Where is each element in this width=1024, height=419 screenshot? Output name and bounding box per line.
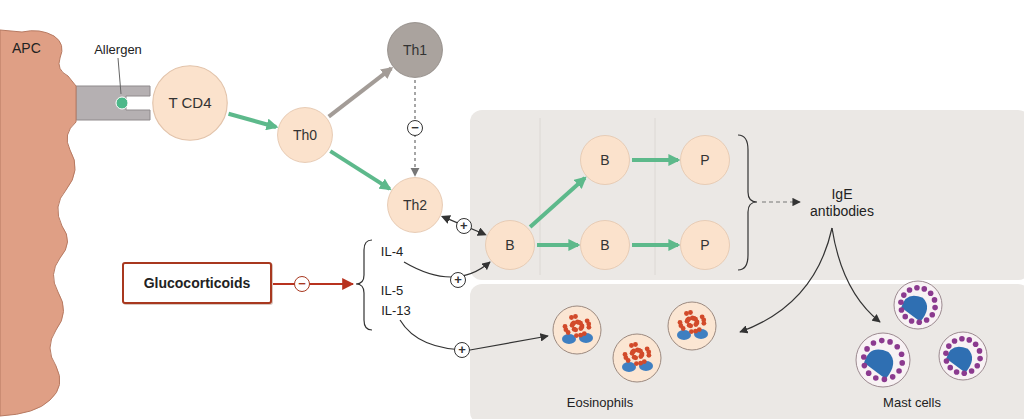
inhibit-line xyxy=(272,283,353,285)
node-text: B xyxy=(600,152,609,168)
allergen-dot xyxy=(116,97,128,109)
apc-outline xyxy=(0,30,84,416)
cell-circle: Th1 xyxy=(387,22,443,78)
ige-bracket xyxy=(738,135,757,270)
cell-circle: B xyxy=(580,220,630,270)
connector-arrow xyxy=(632,158,678,162)
upper-panel xyxy=(470,110,1024,280)
cytokine-bracket xyxy=(356,240,372,330)
connector-arrow xyxy=(229,114,277,127)
sign-symbol: + xyxy=(450,272,466,288)
node-text: P xyxy=(700,152,709,168)
connector-arrow xyxy=(443,217,485,235)
drug-box: Glucocorticoids xyxy=(122,262,272,304)
il4-arrow xyxy=(404,262,490,277)
ige-eos-arrow xyxy=(740,228,832,332)
text-label: IL-13 xyxy=(381,303,411,318)
connector-arrow xyxy=(530,178,585,227)
allergen-leader xyxy=(118,58,121,94)
il13-arrow xyxy=(400,320,548,350)
connector-arrow xyxy=(330,151,389,189)
connector-arrow xyxy=(632,243,678,247)
cell-circle: T CD4 xyxy=(152,65,228,141)
text-label: Allergen xyxy=(94,42,142,57)
node-text: B xyxy=(505,237,514,253)
text-label: IL-5 xyxy=(381,283,403,298)
receptor xyxy=(76,86,150,120)
cell-circle: Th2 xyxy=(387,177,443,233)
text-label: Mast cells xyxy=(883,395,941,410)
text-label: Eosinophils xyxy=(567,395,634,410)
text-label: IgE antibodies xyxy=(800,186,884,221)
cell-circle: B xyxy=(485,220,535,270)
cell-circle: P xyxy=(680,135,730,185)
node-text: B xyxy=(600,237,609,253)
ige-mast-arrow xyxy=(832,228,880,322)
node-text: Glucocorticoids xyxy=(144,275,251,291)
node-text: T CD4 xyxy=(168,94,211,111)
cells xyxy=(553,281,987,387)
node-text: APC xyxy=(12,40,41,56)
cell-circle: B xyxy=(580,135,630,185)
node-text: Th2 xyxy=(403,197,427,213)
sign-symbol: − xyxy=(407,120,423,136)
sign-symbol: + xyxy=(454,342,470,358)
node-text: Th1 xyxy=(403,42,427,58)
connector-arrow xyxy=(329,68,392,116)
cell-circle: Th0 xyxy=(277,107,333,163)
text-label: IL-4 xyxy=(381,244,403,259)
node-text: Th0 xyxy=(293,127,317,143)
connector-arrow xyxy=(537,243,578,247)
sign-symbol: + xyxy=(456,218,472,234)
ige-dashed-arrow xyxy=(762,201,800,202)
sign-symbol: − xyxy=(294,276,310,292)
cell-circle: P xyxy=(680,220,730,270)
apc-cell: APC xyxy=(0,30,84,416)
node-text: P xyxy=(700,237,709,253)
